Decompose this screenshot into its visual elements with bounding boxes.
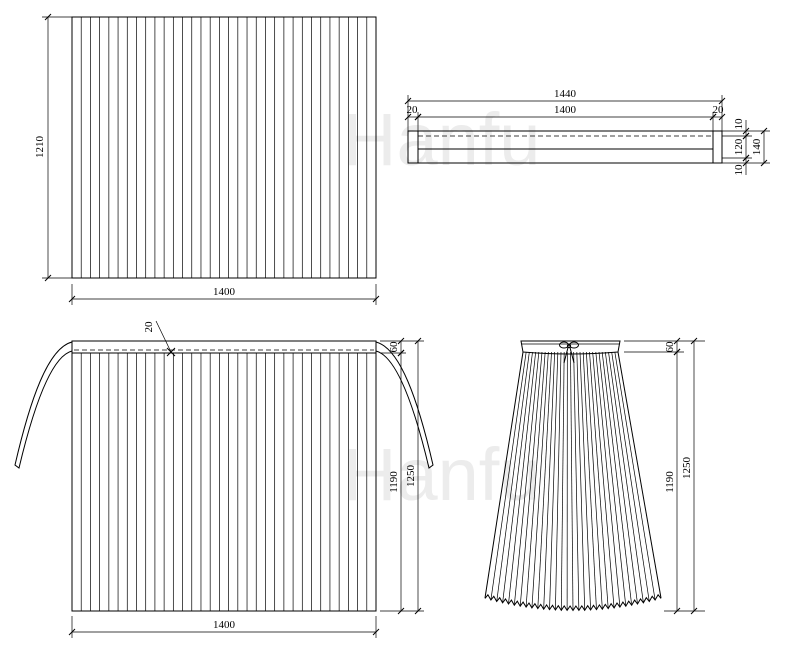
skirt-waistband [71,340,377,354]
skirt-worn-pleats [490,351,656,611]
pleat-width-label: 20 [143,321,155,333]
fabric-panel-width-label: 1400 [213,286,236,298]
waistband-total-length-label: 1440 [554,88,577,100]
pleat-line [555,351,562,611]
pleat-line [508,351,537,605]
pleat-line [592,351,615,608]
skirt-flat-total-height-label: 1250 [405,465,417,488]
fabric-panel-pleats [80,17,368,278]
dimension-tick [690,607,698,615]
dimension-tick [760,159,768,167]
dimension-tick [397,337,405,345]
dimension-tick [414,113,422,121]
pleat-line [543,351,556,610]
pleat-line [582,351,597,610]
skirt-flat-drawing: 20 60 1190 1250 1400 [14,320,434,638]
watermark-top: Hanfu [343,98,540,181]
dimension-tick [673,348,681,356]
dimension-tick [760,127,768,135]
dimension-tick [718,97,726,105]
pleat-line [601,351,633,606]
pleat-line [513,351,540,606]
waistband-right-allowance-label: 20 [713,104,725,116]
skirt-worn-drawing: 60 1190 1250 [484,337,705,615]
pleat-line [519,351,543,607]
pleat-line [560,351,565,611]
skirt-worn-body-height-label: 1190 [664,471,676,493]
skirt-worn-band-height-label: 60 [664,341,676,353]
pleat-line [608,351,644,603]
dimension-tick [709,113,717,121]
worn-skirt-hem [484,593,662,612]
dimension-tick [44,274,52,282]
dimension-tick [742,127,750,135]
waistband-outline [407,130,723,164]
dimension-tick [68,628,76,636]
dimension-tick [718,113,726,121]
fabric-panel-drawing: 1210 1400 [34,13,380,305]
dimension-tick [404,113,412,121]
skirt-flat-width-label: 1400 [213,619,236,631]
pleat-marker [166,347,176,357]
worn-waistband [520,340,621,355]
waistband-total-height-label: 140 [751,138,763,155]
dimension-tick [414,337,422,345]
dimension-tick [372,295,380,303]
dimension-tick [690,337,698,345]
pleat-line [579,351,591,611]
worn-skirt-right-edge [617,351,662,599]
bow-icon [559,341,579,364]
pleat-line [537,351,552,609]
pleat-line [576,351,586,611]
dimension-tick [44,13,52,21]
pleat-callout-leader [155,320,172,353]
waistband-left-allowance-label: 20 [407,104,419,116]
waistband-inner-length-label: 1400 [554,104,577,116]
pleat-line [589,351,609,609]
waistband-band-height-label: 120 [733,138,745,155]
dimension-tick [397,607,405,615]
dimension-tick [397,349,405,357]
skirt-flat-pleats [80,353,368,611]
pleat-line [614,351,656,601]
skirt-flat-band-height-label: 60 [388,341,400,353]
fabric-panel-height-label: 1210 [34,136,46,159]
dimension-tick [68,295,76,303]
waistband-drawing: 1440 1400 20 20 10 120 10 140 [404,88,770,176]
waistband-top-allowance-label: 10 [733,118,745,130]
dimension-tick [742,154,750,162]
pleat-line [502,351,533,603]
right-tie [375,341,434,469]
pleat-line [570,351,574,611]
dimension-tick [414,607,422,615]
fabric-panel-outline [71,16,377,279]
pleat-line [604,351,638,605]
dimension-tick [742,159,750,167]
dimension-tick [404,97,412,105]
pleat-line [573,351,580,611]
pleat-line [525,351,546,608]
skirt-flat-body-height-label: 1190 [388,471,400,493]
left-tie [14,341,73,469]
pleat-line [595,351,621,608]
pleat-line [585,351,603,610]
pleat-line [598,351,627,607]
worn-skirt-left-edge [484,351,524,599]
pleat-line [611,351,650,602]
waistband-bottom-allowance-label: 10 [733,164,745,176]
skirt-worn-total-height-label: 1250 [681,457,693,480]
dimension-tick [372,628,380,636]
dimension-tick [673,337,681,345]
pleat-line [490,351,527,601]
pleat-line [496,351,530,602]
pleat-line [531,351,549,608]
dimension-tick [742,132,750,140]
pleat-line [549,351,559,610]
skirt-body-outline [71,352,377,612]
watermark-bottom: Hanfu [343,433,540,516]
dimension-tick [673,607,681,615]
